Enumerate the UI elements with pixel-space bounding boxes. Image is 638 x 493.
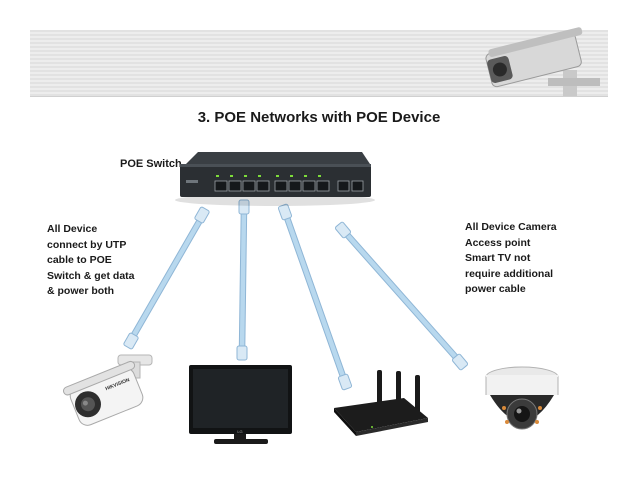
cable-to-bullet-camera <box>123 206 210 350</box>
cable-to-router <box>277 203 353 391</box>
banner-cctv-camera-icon <box>485 27 600 96</box>
switch-leds <box>216 175 321 177</box>
right-note-line: require additional <box>465 267 554 280</box>
poe-switch-icon <box>175 152 375 206</box>
cable-to-dome-camera <box>334 221 469 371</box>
svg-text:LG: LG <box>237 429 242 434</box>
cables <box>123 199 469 391</box>
right-note-line: power cable <box>465 283 526 295</box>
right-note-line: All Device Camera <box>465 221 557 233</box>
left-note: All Device connect by UTP cable to POE S… <box>47 222 135 300</box>
switch-label: POE Switch <box>120 158 182 170</box>
left-note-line: connect by UTP <box>47 238 127 251</box>
right-note-line: Smart TV not <box>465 252 531 264</box>
dome-camera-icon <box>485 366 559 430</box>
left-note-line: cable to POE <box>47 254 112 266</box>
wifi-router-icon <box>334 370 428 436</box>
page-title: 3. POE Networks with POE Device <box>197 109 441 126</box>
right-note: All Device Camera Access point Smart TV … <box>465 220 557 298</box>
left-note-line: & power both <box>47 285 115 297</box>
left-note-line: All Device <box>47 223 98 235</box>
cable-to-monitor <box>236 199 250 361</box>
monitor-tv-icon: LG <box>189 365 292 444</box>
right-note-line: Access point <box>465 236 531 249</box>
switch-ports <box>214 180 364 192</box>
left-note-line: Switch & get data <box>47 269 135 282</box>
bullet-camera-icon: HIKVISION <box>63 354 153 426</box>
